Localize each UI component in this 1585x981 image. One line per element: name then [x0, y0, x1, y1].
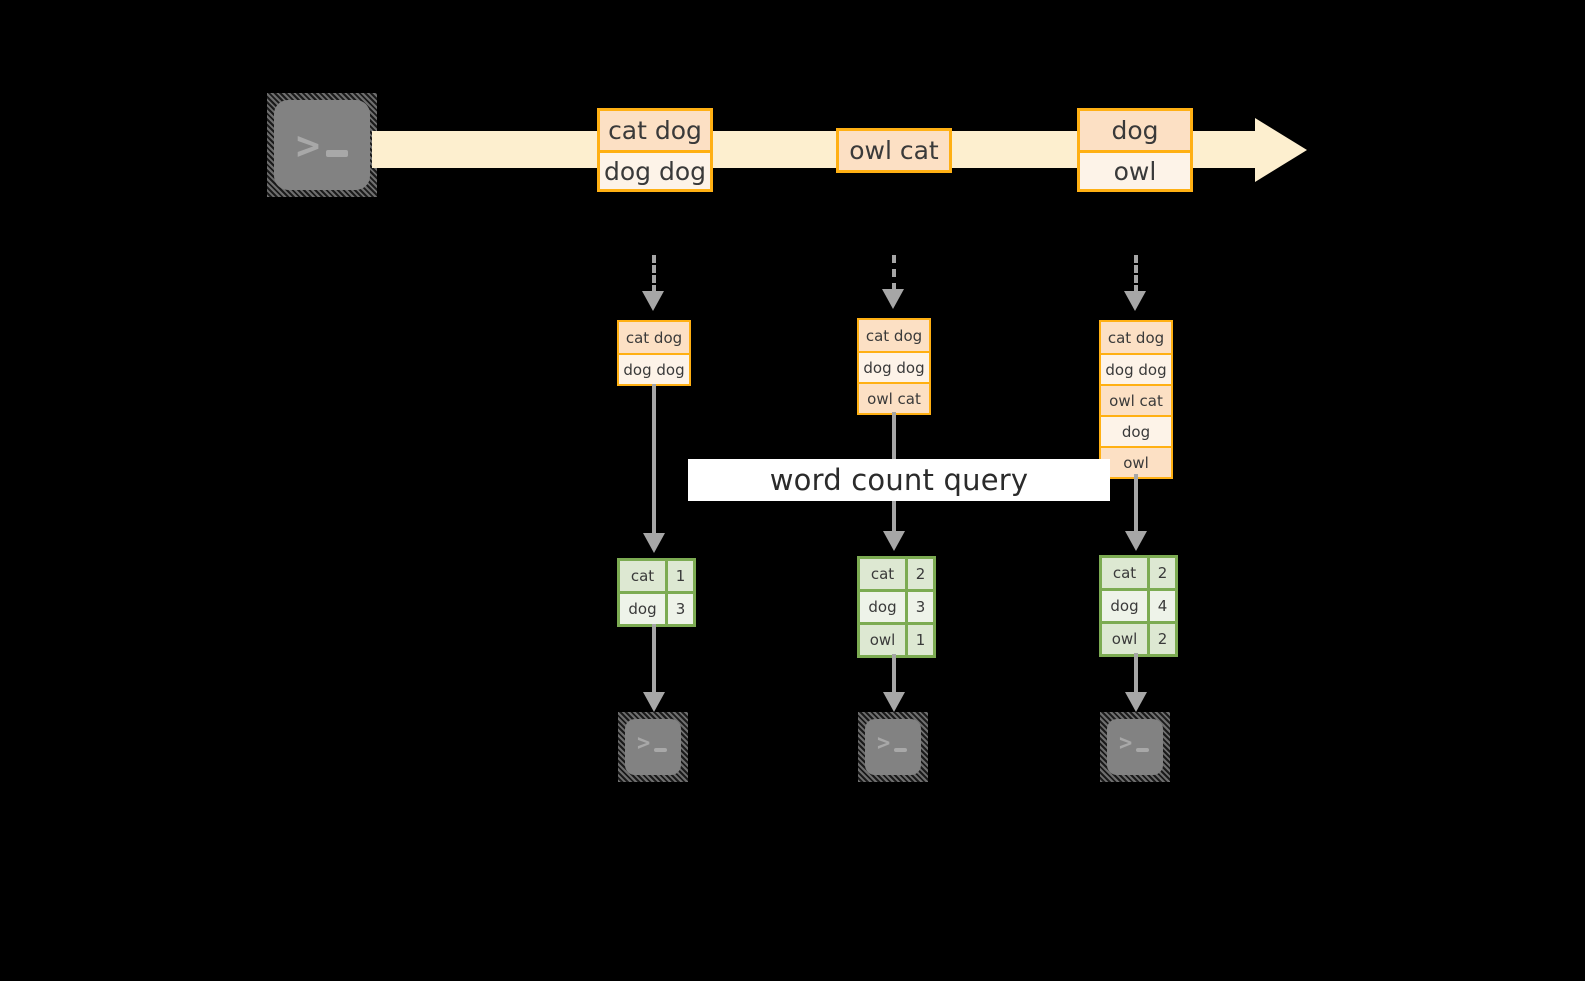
- sink-arrowhead-3: [1125, 692, 1147, 712]
- source-terminal-icon: >: [267, 93, 377, 197]
- terminal-screen: >: [625, 719, 681, 775]
- result-count: 1: [665, 561, 693, 591]
- stream-event-line: dog dog: [600, 150, 710, 189]
- snapshot-input-line: dog dog: [859, 351, 929, 382]
- query-arrowhead-2: [883, 531, 905, 551]
- snapshot-result-1: cat 1 dog 3: [617, 558, 696, 627]
- result-row: dog 3: [620, 591, 693, 624]
- result-word: owl: [860, 625, 905, 655]
- sink-terminal-icon-2: >: [858, 712, 928, 782]
- stream-event-2: owl cat: [836, 128, 952, 173]
- snapshot-input-line: cat dog: [1101, 322, 1171, 353]
- result-count: 3: [905, 592, 933, 622]
- terminal-prompt-glyph: >: [877, 731, 891, 756]
- stream-tap-connector-3: [1134, 255, 1138, 293]
- result-word: dog: [620, 594, 665, 624]
- snapshot-input-3: cat dog dog dog owl cat dog owl: [1099, 320, 1173, 479]
- result-row: owl 1: [860, 622, 933, 655]
- result-count: 2: [905, 559, 933, 589]
- stream-tap-connector-2: [892, 255, 896, 291]
- snapshot-result-3: cat 2 dog 4 owl 2: [1099, 555, 1178, 657]
- stream-event-line: cat dog: [600, 111, 710, 150]
- result-row: dog 4: [1102, 588, 1175, 621]
- result-row: cat 2: [860, 559, 933, 589]
- stream-event-1: cat dog dog dog: [597, 108, 713, 192]
- stream-tap-connector-1: [652, 255, 656, 293]
- stream-event-line: dog: [1080, 111, 1190, 150]
- sink-arrowhead-2: [883, 692, 905, 712]
- query-label: word count query: [688, 459, 1110, 501]
- stream-tap-arrowhead-1: [642, 291, 664, 311]
- terminal-prompt-glyph: >: [637, 731, 651, 756]
- result-word: cat: [860, 559, 905, 589]
- query-arrowhead-1: [643, 533, 665, 553]
- query-arrowhead-3: [1125, 531, 1147, 551]
- query-connector-1: [652, 384, 656, 539]
- snapshot-input-line: dog dog: [1101, 353, 1171, 384]
- snapshot-input-line: cat dog: [619, 322, 689, 353]
- result-word: dog: [1102, 591, 1147, 621]
- stream-tap-arrowhead-3: [1124, 291, 1146, 311]
- result-word: owl: [1102, 624, 1147, 654]
- stream-arrowhead-icon: [1255, 118, 1307, 182]
- result-count: 1: [905, 625, 933, 655]
- result-row: owl 2: [1102, 621, 1175, 654]
- result-count: 2: [1147, 624, 1175, 654]
- terminal-screen: >: [274, 100, 370, 190]
- snapshot-result-2: cat 2 dog 3 owl 1: [857, 556, 936, 658]
- snapshot-input-line: dog: [1101, 415, 1171, 446]
- sink-arrowhead-1: [643, 692, 665, 712]
- result-word: dog: [860, 592, 905, 622]
- terminal-prompt-glyph: >: [296, 123, 321, 169]
- snapshot-input-line: cat dog: [859, 320, 929, 351]
- sink-connector-1: [652, 624, 656, 696]
- result-count: 2: [1147, 558, 1175, 588]
- result-row: cat 2: [1102, 558, 1175, 588]
- snapshot-input-line: owl cat: [1101, 384, 1171, 415]
- result-word: cat: [620, 561, 665, 591]
- result-count: 3: [665, 594, 693, 624]
- terminal-cursor-glyph: [326, 150, 348, 157]
- sink-connector-3: [1134, 653, 1138, 696]
- stream-tap-arrowhead-2: [882, 289, 904, 309]
- snapshot-input-line: dog dog: [619, 353, 689, 384]
- result-count: 4: [1147, 591, 1175, 621]
- result-row: dog 3: [860, 589, 933, 622]
- snapshot-input-line: owl cat: [859, 382, 929, 413]
- sink-terminal-icon-3: >: [1100, 712, 1170, 782]
- stream-event-3: dog owl: [1077, 108, 1193, 192]
- result-word: cat: [1102, 558, 1147, 588]
- snapshot-input-2: cat dog dog dog owl cat: [857, 318, 931, 415]
- result-row: cat 1: [620, 561, 693, 591]
- terminal-screen: >: [1107, 719, 1163, 775]
- query-connector-3: [1134, 474, 1138, 537]
- terminal-cursor-glyph: [1136, 748, 1149, 752]
- stream-event-line: owl cat: [839, 131, 949, 170]
- sink-terminal-icon-1: >: [618, 712, 688, 782]
- terminal-prompt-glyph: >: [1119, 731, 1133, 756]
- terminal-cursor-glyph: [894, 748, 907, 752]
- terminal-screen: >: [865, 719, 921, 775]
- terminal-cursor-glyph: [654, 748, 667, 752]
- sink-connector-2: [892, 654, 896, 696]
- snapshot-input-line: owl: [1101, 446, 1171, 477]
- snapshot-input-1: cat dog dog dog: [617, 320, 691, 386]
- stream-event-line: owl: [1080, 150, 1190, 189]
